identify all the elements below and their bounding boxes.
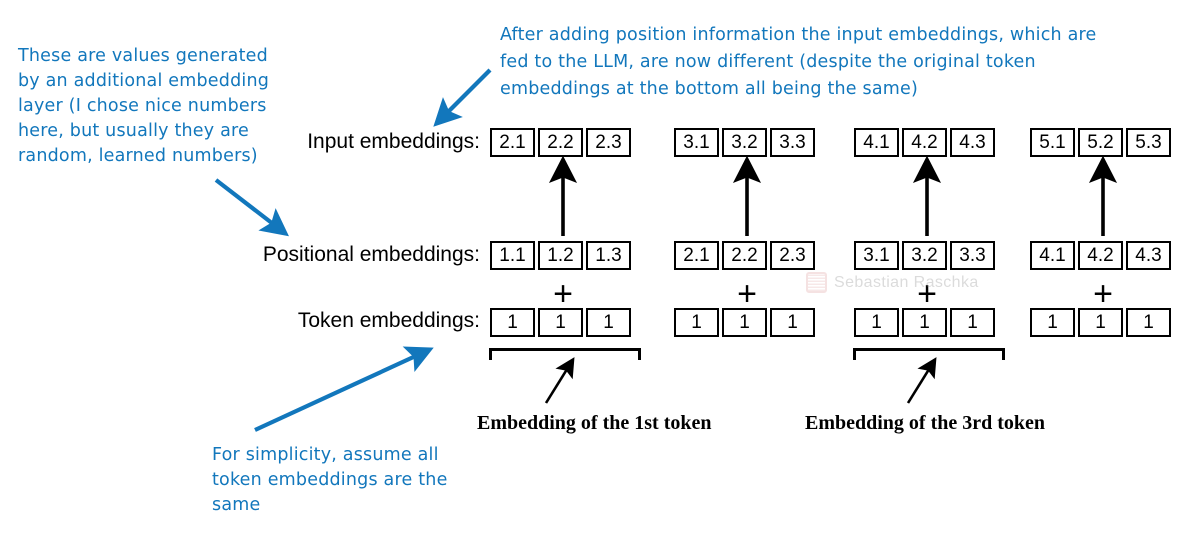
token-cell: 1 [586, 308, 631, 337]
watermark-logo-icon [806, 272, 827, 293]
positional-cell: 1.1 [490, 241, 535, 270]
input-cell: 4.2 [902, 128, 947, 157]
token-embedding-group-3: 1 1 1 [854, 308, 995, 337]
token-cell: 1 [722, 308, 767, 337]
positional-cell: 2.3 [770, 241, 815, 270]
token-embedding-group-1: 1 1 1 [490, 308, 631, 337]
token-cell: 1 [1126, 308, 1171, 337]
watermark-text: Sebastian Raschka [834, 273, 979, 291]
token-embedding-group-4: 1 1 1 [1030, 308, 1171, 337]
token-cell: 1 [770, 308, 815, 337]
token-cell: 1 [674, 308, 719, 337]
positional-embedding-group-4: 4.1 4.2 4.3 [1030, 241, 1171, 270]
plus-operator-3: + [917, 275, 937, 313]
annotation-left-embedding-layer: These are values generated by an additio… [18, 46, 270, 166]
annotation-bottom-token-embeddings: For simplicity, assume all token embeddi… [212, 445, 448, 515]
input-cell: 4.3 [950, 128, 995, 157]
input-cell: 3.3 [770, 128, 815, 157]
positional-embedding-group-3: 3.1 3.2 3.3 [854, 241, 995, 270]
annotation-arrow-left [214, 178, 289, 237]
input-cell: 3.1 [674, 128, 719, 157]
group-bracket-first-token [489, 348, 641, 360]
input-cell: 2.3 [586, 128, 631, 157]
token-embedding-group-2: 1 1 1 [674, 308, 815, 337]
plus-operator-4: + [1093, 275, 1113, 313]
positional-cell: 4.1 [1030, 241, 1075, 270]
positional-embedding-group-1: 1.1 1.2 1.3 [490, 241, 631, 270]
input-cell: 2.2 [538, 128, 583, 157]
input-cell: 5.3 [1126, 128, 1171, 157]
input-cell: 5.2 [1078, 128, 1123, 157]
token-cell: 1 [950, 308, 995, 337]
caption-first-token: Embedding of the 1st token [477, 412, 712, 434]
annotation-top-input-embeddings: After adding position information the in… [500, 25, 1097, 99]
token-cell: 1 [1078, 308, 1123, 337]
positional-cell: 3.3 [950, 241, 995, 270]
input-cell: 2.1 [490, 128, 535, 157]
input-cell: 3.2 [722, 128, 767, 157]
row-label-input-embeddings: Input embeddings: [307, 130, 480, 153]
positional-cell: 4.3 [1126, 241, 1171, 270]
plus-operator-2: + [737, 275, 757, 313]
group-bracket-third-token [853, 348, 1005, 360]
annotation-arrow-top [433, 68, 492, 127]
token-cell: 1 [490, 308, 535, 337]
positional-cell: 3.2 [902, 241, 947, 270]
token-cell: 1 [854, 308, 899, 337]
token-cell: 1 [1030, 308, 1075, 337]
row-label-token-embeddings: Token embeddings: [297, 309, 480, 332]
input-cell: 5.1 [1030, 128, 1075, 157]
plus-operator-1: + [553, 275, 573, 313]
input-embedding-group-4: 5.1 5.2 5.3 [1030, 128, 1171, 157]
token-cell: 1 [902, 308, 947, 337]
positional-cell: 1.3 [586, 241, 631, 270]
caption-pointer-arrow-1 [544, 357, 575, 404]
caption-pointer-arrow-2 [906, 357, 937, 404]
positional-cell: 3.1 [854, 241, 899, 270]
positional-cell: 2.2 [722, 241, 767, 270]
positional-cell: 4.2 [1078, 241, 1123, 270]
row-label-positional-embeddings: Positional embeddings: [262, 243, 480, 266]
watermark: Sebastian Raschka [806, 272, 979, 293]
input-embedding-group-3: 4.1 4.2 4.3 [854, 128, 995, 157]
input-embedding-group-2: 3.1 3.2 3.3 [674, 128, 815, 157]
positional-cell: 2.1 [674, 241, 719, 270]
input-embedding-group-1: 2.1 2.2 2.3 [490, 128, 631, 157]
token-cell: 1 [538, 308, 583, 337]
positional-embedding-group-2: 2.1 2.2 2.3 [674, 241, 815, 270]
caption-third-token: Embedding of the 3rd token [805, 412, 1046, 434]
input-cell: 4.1 [854, 128, 899, 157]
annotation-arrow-bottom [254, 346, 434, 432]
positional-cell: 1.2 [538, 241, 583, 270]
